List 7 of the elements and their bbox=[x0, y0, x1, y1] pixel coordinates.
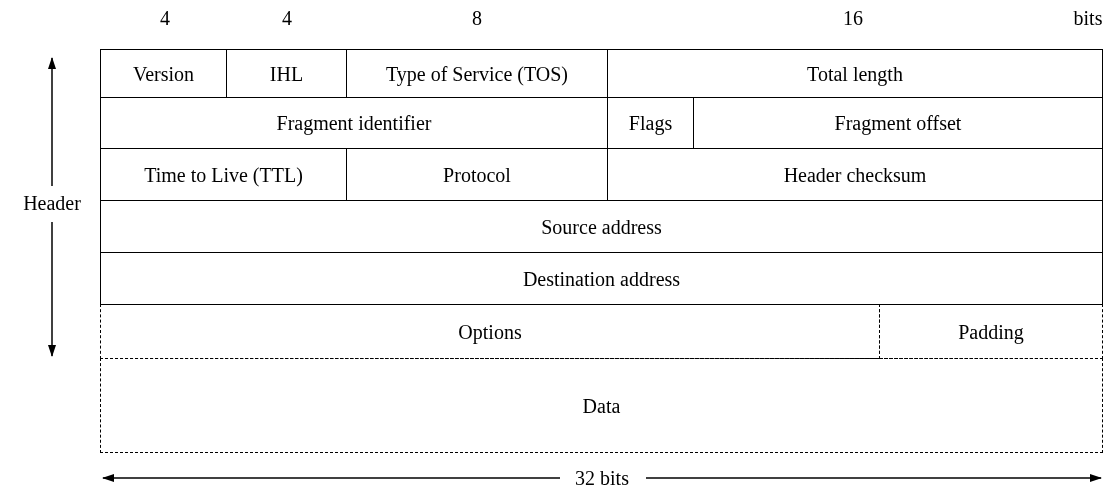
header-field: Total length bbox=[607, 49, 1103, 98]
header-field: Data bbox=[100, 358, 1103, 453]
header-field: Padding bbox=[879, 304, 1103, 359]
header-field: Options bbox=[100, 304, 880, 359]
header-field: Destination address bbox=[100, 252, 1103, 305]
header-field: Version bbox=[100, 49, 227, 98]
header-field: Source address bbox=[100, 200, 1103, 253]
